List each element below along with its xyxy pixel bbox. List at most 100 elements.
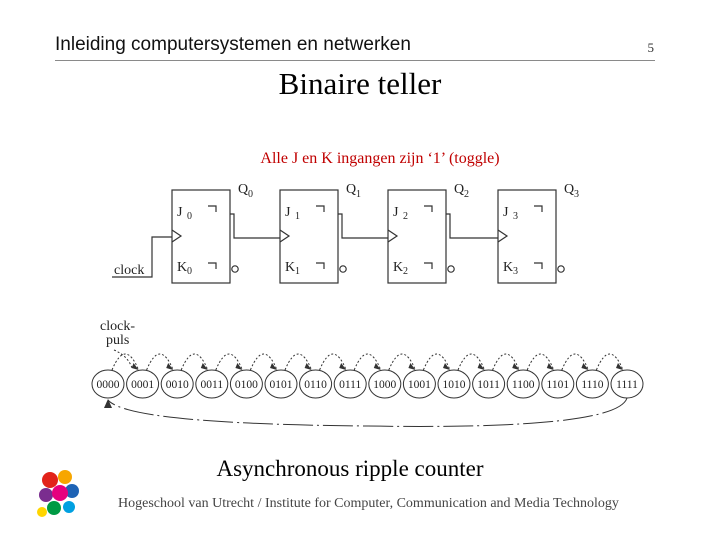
state-label: 1101 [547,379,570,391]
ripple-connection-wire [446,213,498,239]
clock-label: clock [114,263,144,278]
state-label: 1011 [477,379,500,391]
transition-arrowhead [443,363,450,370]
j-index-label: 2 [403,211,408,222]
flipflop-box [497,189,557,284]
transition-arrowhead [373,363,381,370]
state-ellipse [541,369,575,399]
transition-arrowhead [616,363,623,370]
state-ellipse [472,369,506,399]
q-output-label: Q [238,182,248,197]
state-ellipse [368,369,402,399]
output-bar-mark [208,262,217,269]
page-number: 5 [647,40,655,55]
transition-arrowhead [546,363,554,370]
state-label: 1000 [373,379,396,391]
ripple-connection-wire [338,213,388,239]
q-output-label: Q [454,182,464,197]
clock-input-triangle [387,229,399,243]
output-bar-mark [316,262,325,269]
header-divider [55,60,655,61]
q-index-label: 0 [248,189,253,200]
output-bar-mark [534,262,543,269]
k-index-label: 2 [403,266,408,277]
output-bar-mark [316,205,325,212]
transition-arrow [492,353,520,371]
wraparound-arrow [107,397,628,427]
state-ellipse [91,369,125,399]
q-output-label: Q [346,182,356,197]
clock-pulse-arrow [113,349,133,369]
footer-text: Hogeschool van Utrecht / Institute for C… [118,496,619,511]
transition-arrowhead [166,363,174,370]
j-input-label: J [393,205,399,220]
k-input-label: K [393,260,403,275]
transition-arrowhead [200,363,208,370]
slide-caption: Asynchronous ripple counter [216,456,484,481]
inverted-output-bubble [339,265,347,273]
flipflop-box [387,189,447,284]
transition-arrow [457,353,486,371]
transition-arrowhead [131,363,139,370]
clock-input-triangle [171,229,183,243]
transition-arrowhead [581,363,589,370]
ripple-connection-wire [230,213,280,239]
state-ellipse [264,369,298,399]
j-input-label: J [177,205,183,220]
j-input-label: J [285,205,291,220]
k-input-label: K [177,260,187,275]
state-label: 1010 [443,379,466,391]
state-label: 0110 [304,379,327,391]
transition-arrowhead [512,363,520,370]
state-label: 1111 [616,379,638,391]
clock-input-wire [112,236,172,278]
state-ellipse [575,369,609,399]
state-label: 1100 [512,379,535,391]
clock-input-triangle [497,229,509,243]
state-ellipse [506,369,540,399]
q-output-label: Q [564,182,574,197]
clock-pulse-label-line1: clock- [100,319,135,334]
k-index-label: 1 [295,266,300,277]
state-ellipse [437,369,471,399]
k-index-label: 3 [513,266,518,277]
state-ellipse [299,369,333,399]
output-bar-mark [424,262,433,269]
transition-arrow [111,353,140,371]
state-ellipse [195,369,229,399]
transition-arrow [388,353,416,371]
transition-arrowhead [339,363,347,370]
j-index-label: 0 [187,211,192,222]
transition-arrowhead [235,363,243,370]
state-ellipse [402,369,436,399]
transition-arrow [284,353,313,371]
state-ellipse [333,369,367,399]
transition-arrow [595,353,624,371]
j-input-label: J [503,205,509,220]
state-ellipse [160,369,194,399]
q-index-label: 3 [574,189,579,200]
k-input-label: K [503,260,513,275]
transition-arrowhead [477,363,485,370]
wraparound-arrowhead [104,399,112,408]
k-index-label: 0 [187,266,192,277]
transition-arrow [353,353,382,371]
slide-subtitle: Alle J en K ingangen zijn ‘1’ (toggle) [260,150,500,167]
transition-arrow [561,353,589,371]
state-label: 0011 [201,379,224,391]
clock-input-triangle [279,229,291,243]
state-ellipse [229,369,263,399]
clock-pulse-label-line2: puls [106,333,129,348]
transition-arrow [319,353,347,371]
transition-arrow [180,353,209,371]
output-bar-mark [208,205,217,212]
inverted-output-bubble [231,265,239,273]
slide-title: Binaire teller [278,66,442,101]
q-index-label: 2 [464,189,469,200]
transition-arrow [249,353,278,371]
q-index-label: 1 [356,189,361,200]
state-label: 0010 [166,379,189,391]
k-input-label: K [285,260,295,275]
